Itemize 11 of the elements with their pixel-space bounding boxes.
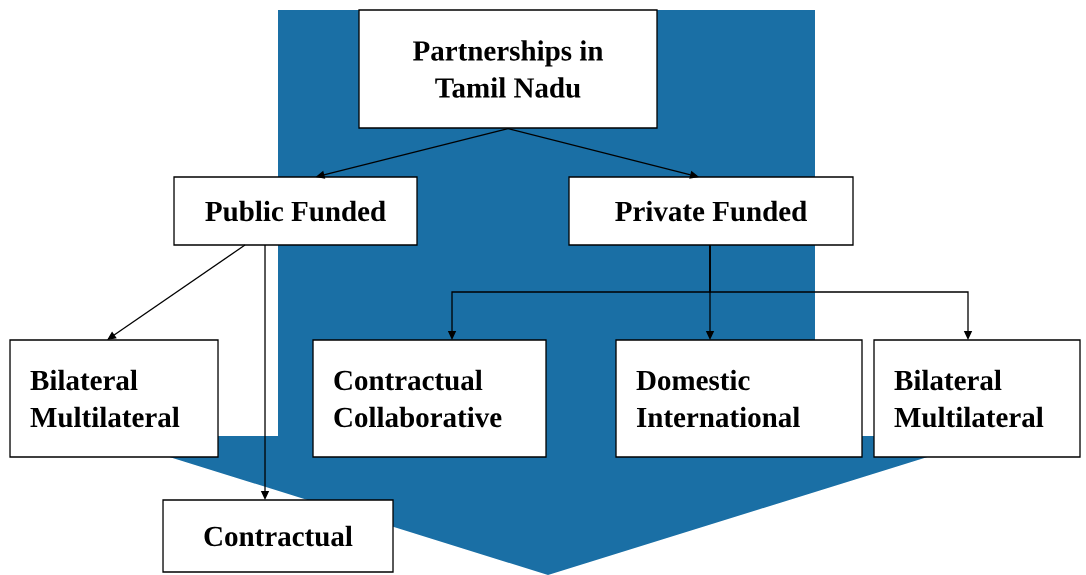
text-box: Bilateral Multilateral xyxy=(873,339,1081,458)
text-box: Domestic International xyxy=(615,339,863,458)
arrow xyxy=(107,244,246,340)
text-box: Private Funded xyxy=(568,176,854,246)
text-box: Partnerships in Tamil Nadu xyxy=(358,9,658,129)
arrow xyxy=(709,244,973,340)
text-box: Public Funded xyxy=(173,176,418,246)
arrow xyxy=(507,128,699,179)
text-box: Contractual xyxy=(162,499,394,573)
text-box: Bilateral Multilateral xyxy=(9,339,219,458)
text-box: Contractual Collaborative xyxy=(312,339,547,458)
